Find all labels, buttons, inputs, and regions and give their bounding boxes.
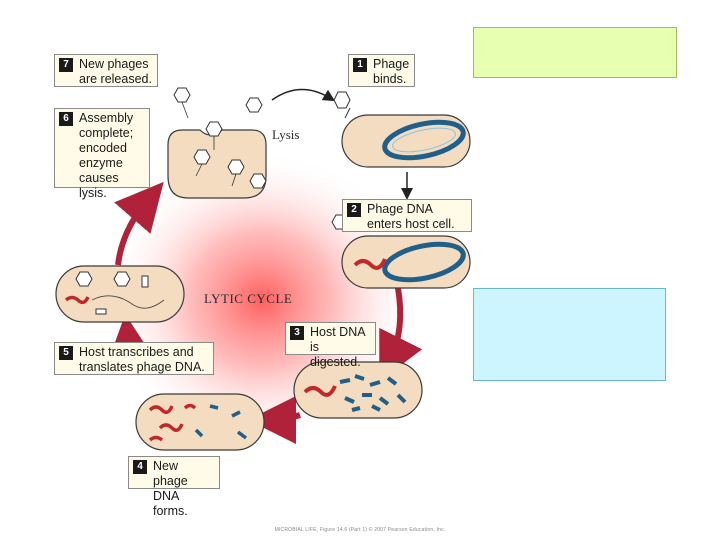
step-number: 1 [353, 58, 367, 72]
figure-caption: MICROBIAL LIFE, Figure 14.6 (Part 1) © 2… [274, 527, 446, 533]
step-text: binds. [373, 72, 407, 86]
step-5-label: 5 Host transcribes and translates phage … [54, 342, 214, 375]
cycle-arrow-2-to-3 [379, 287, 423, 382]
step-2-label: 2 Phage DNA enters host cell. [342, 199, 472, 232]
cell-host-dna-digested [293, 361, 423, 419]
step-number: 5 [59, 346, 73, 360]
cycle-arrow-5-to-6 [114, 181, 164, 266]
lytic-cycle-title: LYTIC CYCLE [204, 291, 293, 306]
cell-new-phage-dna [135, 393, 265, 451]
step-text: Phage DNA [367, 202, 434, 216]
step-text: enters host cell. [367, 217, 455, 231]
cell-lysis [167, 87, 267, 199]
cell-transcription [55, 265, 185, 323]
cell-dna-enters [331, 214, 471, 289]
step-6-label: 6 Assembly complete; encoded enzyme caus… [54, 108, 150, 200]
release-arrow [271, 88, 336, 102]
step-text: DNA forms. [153, 489, 188, 518]
step-text: New phage [153, 459, 188, 488]
step-text: encoded [79, 141, 127, 155]
step-text: is digested. [310, 340, 361, 369]
step-number: 3 [290, 326, 304, 340]
green-note-box [473, 27, 677, 78]
lysis-label: Lysis [272, 127, 300, 142]
step-7-label: 7 New phages are released. [54, 54, 158, 87]
step-3-label: 3 Host DNA is digested. [285, 322, 376, 369]
step-text: Assembly [79, 111, 134, 125]
step-number: 6 [59, 112, 73, 126]
step-1-label: 1 Phage binds. [348, 54, 415, 87]
step-text: Host DNA [310, 325, 366, 339]
cell-phage-binds [333, 91, 471, 168]
step-text: Host transcribes and [79, 345, 194, 359]
blue-note-box [473, 288, 666, 381]
step-number: 2 [347, 203, 361, 217]
step-text: Phage [373, 57, 410, 71]
step-text: complete; [79, 126, 134, 140]
step-number: 4 [133, 460, 147, 474]
step-text: are released. [79, 72, 152, 86]
step-number: 7 [59, 58, 73, 72]
step-4-label: 4 New phage DNA forms. [128, 456, 220, 518]
step-text: New phages [79, 57, 149, 71]
cycle-arrow-3-to-4 [248, 395, 301, 444]
step-text: translates phage DNA. [79, 360, 205, 374]
step-text: causes lysis. [79, 171, 119, 200]
step-text: enzyme [79, 156, 123, 170]
